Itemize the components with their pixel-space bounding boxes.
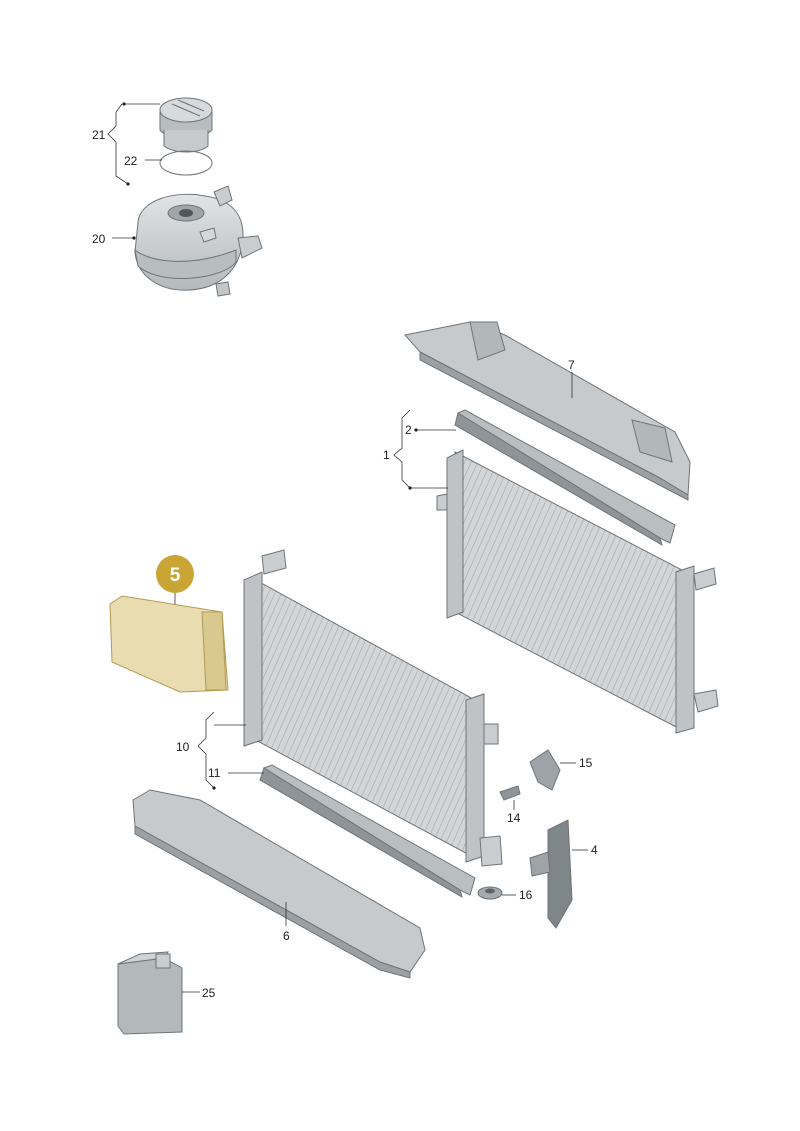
rubber-mount bbox=[477, 886, 503, 900]
main-radiator bbox=[436, 449, 719, 734]
side-bracket bbox=[529, 819, 573, 929]
label-2: 2 bbox=[405, 423, 412, 437]
label-7: 7 bbox=[568, 358, 575, 372]
label-6: 6 bbox=[283, 929, 290, 943]
coolant-container bbox=[117, 951, 183, 1035]
label-14: 14 bbox=[507, 811, 521, 825]
label-25: 25 bbox=[202, 986, 216, 1000]
side-air-guide-highlighted bbox=[109, 595, 229, 693]
expansion-tank bbox=[134, 185, 263, 297]
leader-lines bbox=[107, 102, 588, 993]
seal-ring bbox=[159, 150, 213, 176]
part-5-badge[interactable]: 5 bbox=[156, 555, 194, 593]
condenser bbox=[243, 549, 503, 867]
label-10: 10 bbox=[176, 740, 190, 754]
label-5: 5 bbox=[170, 565, 181, 586]
label-1: 1 bbox=[383, 448, 390, 462]
mounting-bracket bbox=[499, 749, 561, 801]
label-22: 22 bbox=[124, 154, 138, 168]
label-15: 15 bbox=[579, 756, 593, 770]
lower-seal-strip bbox=[259, 764, 476, 899]
label-20: 20 bbox=[92, 232, 106, 246]
label-16: 16 bbox=[519, 888, 533, 902]
upper-seal-strip bbox=[454, 409, 676, 547]
lower-air-guide bbox=[132, 789, 426, 979]
tank-cap bbox=[159, 97, 213, 153]
label-21: 21 bbox=[92, 128, 106, 142]
label-11: 11 bbox=[208, 766, 221, 780]
label-4: 4 bbox=[591, 843, 598, 857]
upper-air-guide bbox=[404, 321, 691, 501]
